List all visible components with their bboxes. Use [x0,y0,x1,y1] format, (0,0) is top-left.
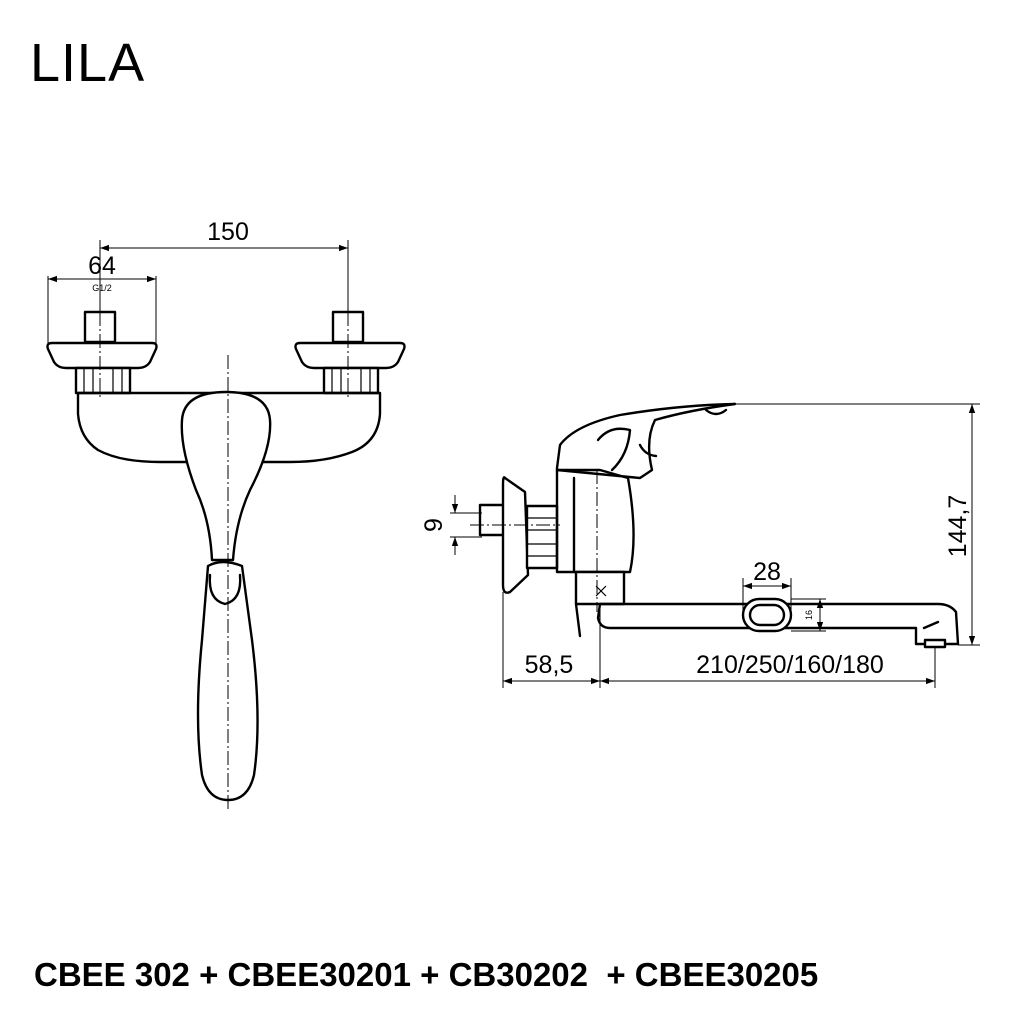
side-view: 144,7 9 28 16 58,5 [420,402,980,688]
right-connector [294,310,406,395]
front-view: 150 64 G1/2 [46,218,406,810]
dim-28-label: 28 [753,558,781,586]
dimension-9: 9 [420,495,482,555]
left-connector [46,310,158,395]
dim-9-label: 9 [420,518,448,532]
dimension-150: 150 [99,218,349,312]
wall-connector [478,476,559,594]
dim-16-label: 16 [804,610,814,620]
dimension-16: 16 [791,598,826,632]
page-title: LILA [30,33,146,93]
dim-150-label: 150 [207,218,249,246]
dim-58-5-label: 58,5 [525,651,574,679]
dimension-28: 28 [742,558,792,612]
dimension-spout-length: 210/250/160/180 [600,647,936,688]
thread-label: G1/2 [92,283,112,293]
lever-handle [180,390,272,802]
dimension-58-5: 58,5 [502,592,601,688]
dim-144-7-label: 144,7 [944,495,972,558]
side-lever [555,402,737,480]
dimension-144-7: 144,7 [735,403,980,646]
dim-spout-length-label: 210/250/160/180 [696,651,884,679]
dimension-64: 64 G1/2 [47,252,157,345]
product-codes: CBEE 302 + CBEE30201 + CB30202 + CBEE302… [34,956,819,993]
side-body [555,468,635,574]
dim-64-label: 64 [88,252,116,280]
